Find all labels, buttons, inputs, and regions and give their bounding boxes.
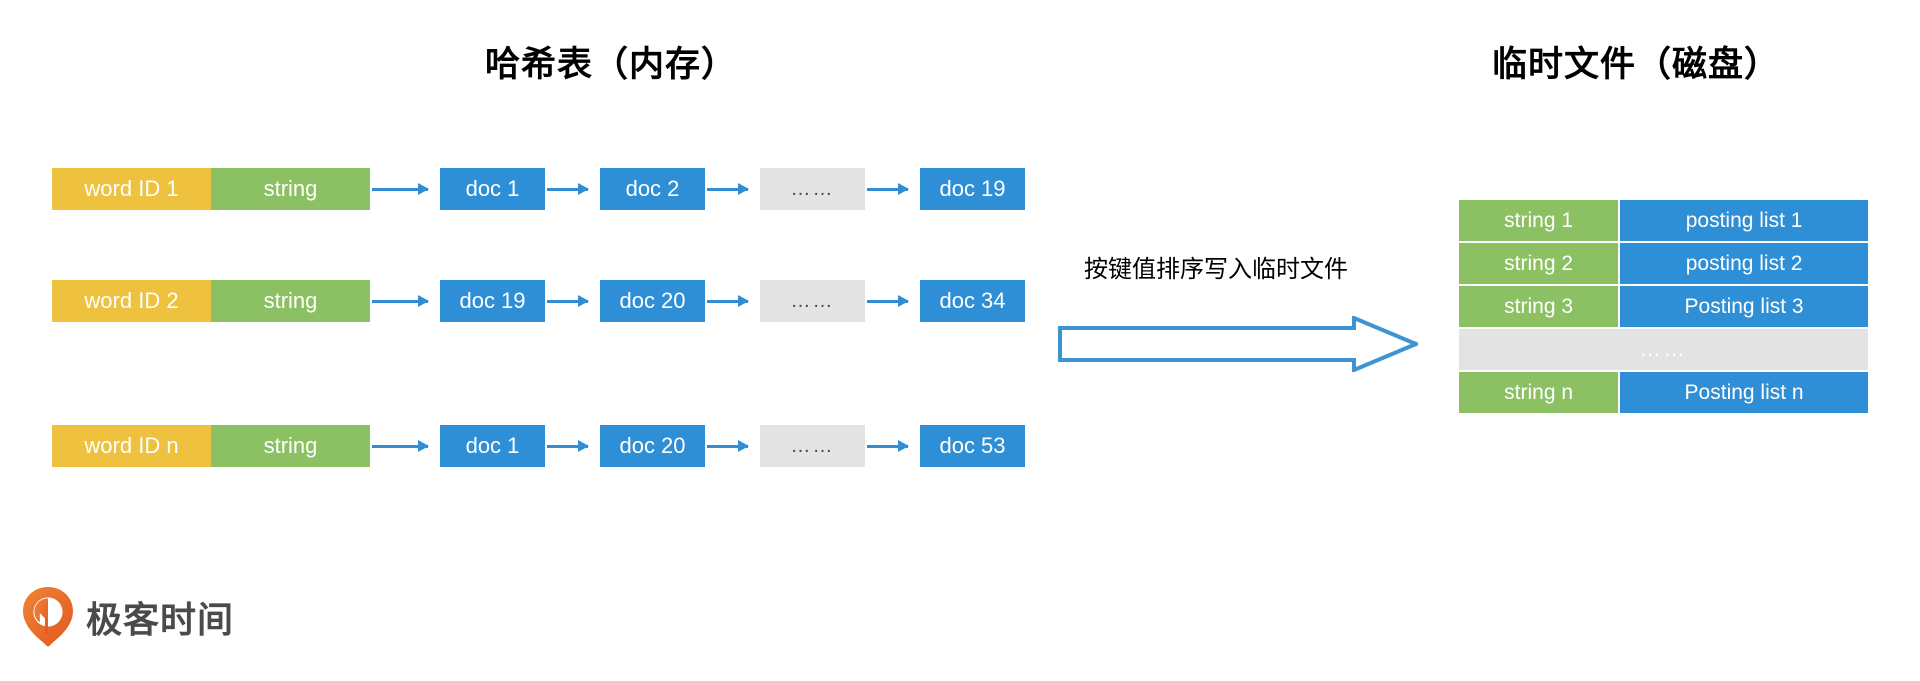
link-arrow-icon: [707, 295, 749, 307]
table-row: string 1 posting list 1: [1459, 200, 1868, 243]
link-arrow-icon: [547, 183, 589, 195]
transfer-label: 按键值排序写入临时文件: [1084, 256, 1348, 283]
doc-cell: doc 20: [600, 280, 705, 322]
string-cell: string 2: [1459, 243, 1621, 286]
temp-file-table: string 1 posting list 1 string 2 posting…: [1459, 200, 1868, 415]
posting-list-cell: posting list 2: [1620, 243, 1868, 286]
posting-list-cell: Posting list n: [1620, 372, 1868, 415]
string-cell: string: [211, 425, 370, 467]
word-id-cell: word ID 2: [52, 280, 211, 322]
temp-file-title: 临时文件（磁盘）: [1492, 45, 1781, 84]
link-arrow-icon: [707, 440, 749, 452]
big-right-arrow-icon: [1058, 316, 1418, 372]
doc-cell: doc 20: [600, 425, 705, 467]
string-cell: string 1: [1459, 200, 1621, 243]
link-arrow-icon: [867, 440, 909, 452]
doc-cell: doc 2: [600, 168, 705, 210]
doc-cell: doc 1: [440, 168, 545, 210]
brand-logo: 极客时间: [22, 586, 234, 648]
link-arrow-icon: [547, 295, 589, 307]
posting-list-cell: Posting list 3: [1620, 286, 1868, 329]
string-cell: string: [211, 280, 370, 322]
doc-cell: doc 1: [440, 425, 545, 467]
word-id-cell: word ID n: [52, 425, 211, 467]
doc-cell: doc 53: [920, 425, 1025, 467]
link-arrow-icon: [372, 295, 429, 307]
word-id-cell: word ID 1: [52, 168, 211, 210]
hash-table-title: 哈希表（内存）: [485, 45, 738, 84]
table-row: string n Posting list n: [1459, 372, 1868, 415]
string-cell: string 3: [1459, 286, 1621, 329]
doc-ellipsis-cell: ……: [760, 280, 865, 322]
table-row-ellipsis: ……: [1459, 329, 1868, 372]
link-arrow-icon: [707, 183, 749, 195]
doc-cell: doc 34: [920, 280, 1025, 322]
string-cell: string: [211, 168, 370, 210]
doc-ellipsis-cell: ……: [760, 168, 865, 210]
table-row: string 2 posting list 2: [1459, 243, 1868, 286]
table-row: string 3 Posting list 3: [1459, 286, 1868, 329]
link-arrow-icon: [372, 183, 429, 195]
doc-ellipsis-cell: ……: [760, 425, 865, 467]
geekbang-pin-logo-icon: [23, 587, 73, 647]
link-arrow-icon: [547, 440, 589, 452]
doc-cell: doc 19: [920, 168, 1025, 210]
link-arrow-icon: [867, 295, 909, 307]
link-arrow-icon: [867, 183, 909, 195]
brand-logo-text: 极客时间: [86, 599, 235, 640]
link-arrow-icon: [372, 440, 429, 452]
posting-list-cell: posting list 1: [1620, 200, 1868, 243]
string-cell: string n: [1459, 372, 1621, 415]
table-ellipsis-cell: ……: [1459, 329, 1868, 372]
doc-cell: doc 19: [440, 280, 545, 322]
